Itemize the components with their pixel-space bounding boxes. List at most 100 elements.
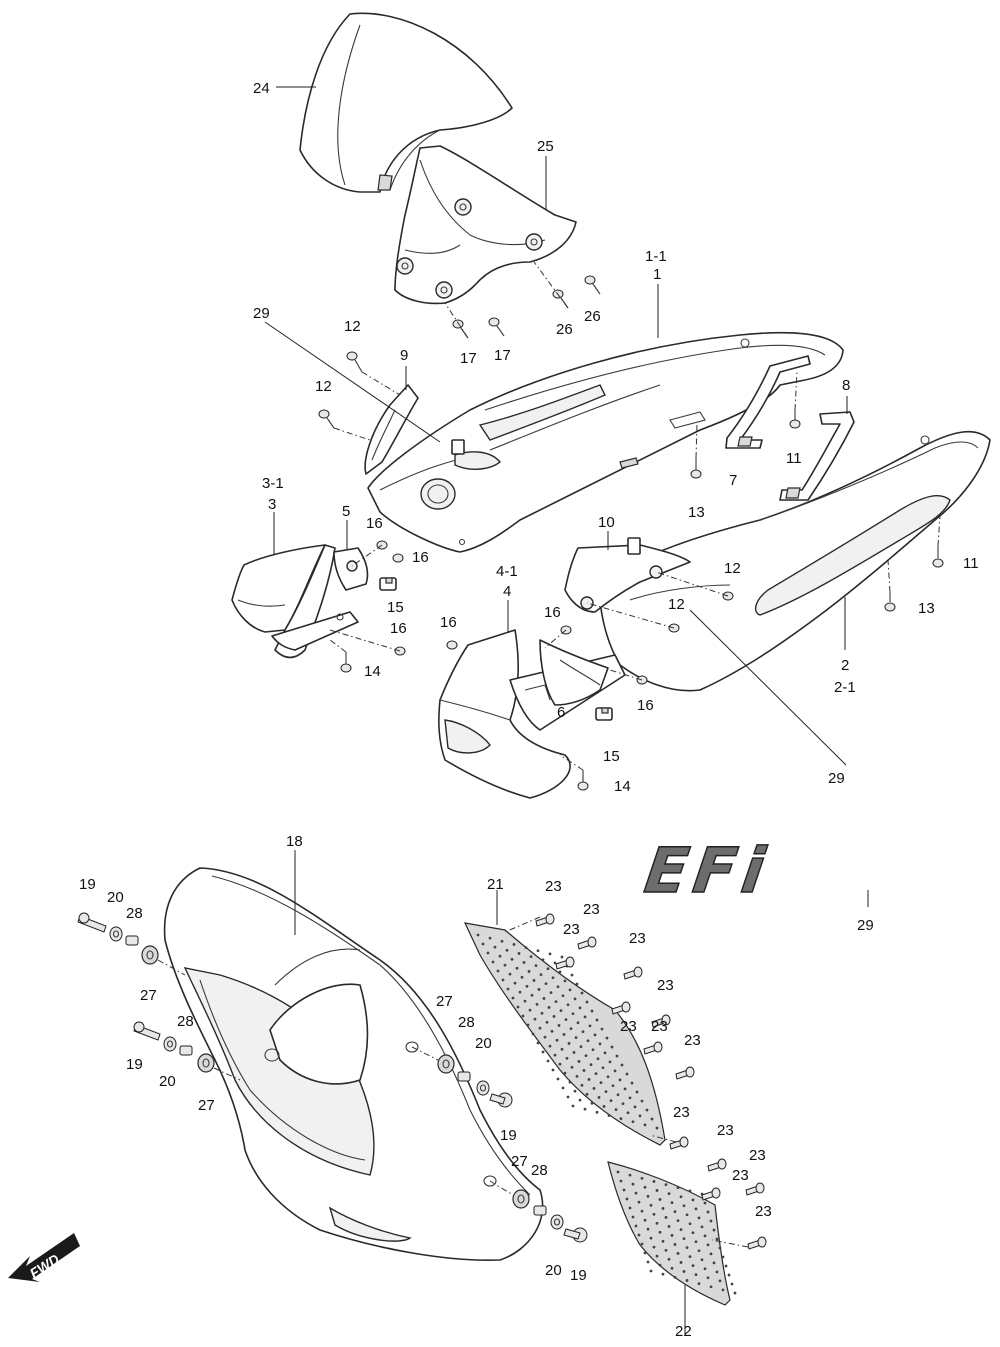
grille-hole bbox=[560, 1047, 564, 1051]
grille-hole bbox=[645, 1108, 649, 1112]
grille-hole bbox=[574, 1036, 578, 1039]
grommet-27b bbox=[197, 1053, 215, 1073]
callout-23-g: 23 bbox=[651, 1018, 668, 1035]
grille-hole bbox=[700, 1225, 704, 1229]
screw-12b bbox=[318, 409, 335, 429]
assembly-lines-upper bbox=[329, 261, 941, 771]
grille-hole bbox=[566, 1003, 570, 1007]
callout-19-b: 19 bbox=[126, 1056, 143, 1073]
grille-hole bbox=[593, 1033, 597, 1037]
grille-hole bbox=[661, 1207, 665, 1210]
grille-hole bbox=[658, 1263, 662, 1267]
grille-hole bbox=[634, 1224, 638, 1228]
callout-7: 7 bbox=[729, 472, 737, 489]
grille-hole bbox=[611, 1084, 615, 1088]
callout-12-c: 12 bbox=[724, 560, 741, 577]
grille-hole bbox=[694, 1240, 698, 1244]
callout-2: 2 bbox=[841, 657, 849, 674]
callout-15-a: 15 bbox=[387, 599, 404, 616]
callout-20-c: 20 bbox=[475, 1035, 492, 1052]
grille-hole bbox=[576, 1021, 580, 1025]
grille-hole bbox=[600, 1027, 604, 1031]
grommet-27a bbox=[141, 945, 159, 965]
callout-17-a: 17 bbox=[460, 350, 477, 367]
grille-hole bbox=[682, 1204, 686, 1208]
grille-hole bbox=[628, 1206, 632, 1210]
grille-hole bbox=[505, 948, 509, 952]
grille-hole bbox=[523, 999, 527, 1003]
grille-hole bbox=[688, 1222, 692, 1226]
grille-hole bbox=[712, 1261, 716, 1265]
grille-hole bbox=[619, 1179, 623, 1183]
grille-hole bbox=[524, 946, 528, 949]
grille-hole bbox=[709, 1252, 713, 1256]
grille-hole bbox=[631, 1182, 635, 1186]
grille-hole bbox=[682, 1270, 686, 1273]
grille-hole bbox=[655, 1126, 659, 1130]
grille-hole bbox=[614, 1108, 618, 1111]
hardware-lower bbox=[77, 912, 767, 1250]
grille-hole bbox=[562, 1033, 566, 1036]
grille-hole bbox=[565, 1056, 569, 1060]
grille-hole bbox=[625, 1197, 629, 1201]
grille-hole bbox=[558, 970, 562, 974]
grille-hole bbox=[646, 1194, 650, 1198]
callout-23-f: 23 bbox=[620, 1018, 637, 1035]
callout-11-b: 11 bbox=[963, 555, 979, 572]
callout-18: 18 bbox=[286, 833, 303, 850]
callout-26-b: 26 bbox=[584, 308, 601, 325]
callout-6: 6 bbox=[557, 704, 565, 721]
grille-hole bbox=[547, 1006, 551, 1009]
grille-hole bbox=[655, 1254, 659, 1258]
grille-hole bbox=[670, 1266, 674, 1270]
grille-hole bbox=[591, 1048, 595, 1052]
part-10-grille-piece bbox=[564, 537, 691, 613]
grille-hole bbox=[706, 1210, 710, 1214]
callout-14-a: 14 bbox=[364, 663, 381, 680]
grille-hole bbox=[616, 1093, 620, 1097]
grille-hole bbox=[658, 1198, 662, 1201]
grille-hole bbox=[643, 1185, 647, 1189]
part-2-side-cowl bbox=[598, 430, 991, 692]
grille-hole bbox=[567, 1042, 571, 1045]
callout-12-d: 12 bbox=[668, 596, 685, 613]
grille-hole bbox=[571, 1012, 575, 1016]
callout-13-b: 13 bbox=[918, 600, 935, 617]
callout-1: 1 bbox=[653, 266, 661, 283]
washer-20b bbox=[163, 1036, 177, 1052]
part-18-front-shield bbox=[163, 867, 544, 1262]
grille-hole bbox=[685, 1279, 689, 1282]
grille-hole bbox=[529, 955, 533, 958]
grille-hole bbox=[718, 1246, 722, 1250]
grille-hole bbox=[580, 991, 584, 995]
grille-hole bbox=[569, 1027, 573, 1030]
part-24-top-cover bbox=[299, 12, 513, 193]
grille-hole bbox=[503, 963, 507, 967]
grille-hole bbox=[592, 1087, 596, 1090]
grille-hole bbox=[676, 1219, 680, 1222]
grille-screw-head bbox=[661, 1014, 671, 1026]
callout-17-b: 17 bbox=[494, 347, 511, 364]
leader-lines bbox=[264, 86, 869, 1335]
grille-hole bbox=[661, 1239, 665, 1243]
callout-14-b: 14 bbox=[614, 778, 631, 795]
grille-hole bbox=[476, 933, 480, 937]
part-22-grille bbox=[607, 1161, 737, 1306]
grille-hole bbox=[650, 1117, 654, 1121]
grille-hole bbox=[526, 1023, 530, 1027]
part-3-side-panel bbox=[231, 544, 359, 659]
screw-14a bbox=[340, 652, 352, 673]
grille-hole bbox=[585, 1000, 589, 1004]
grille-hole bbox=[549, 991, 553, 994]
grille-hole bbox=[626, 1111, 630, 1115]
grille-hole bbox=[634, 1191, 638, 1195]
grille-hole bbox=[515, 966, 519, 970]
grille-hole bbox=[601, 1066, 605, 1070]
part-15-clip-b bbox=[595, 707, 613, 721]
grille-hole bbox=[555, 1038, 559, 1042]
grille-hole bbox=[575, 1074, 579, 1078]
grille-hole bbox=[637, 1200, 641, 1204]
grille-hole bbox=[577, 1060, 581, 1063]
callout-28-b: 28 bbox=[177, 1013, 194, 1030]
grille-hole bbox=[506, 987, 510, 991]
